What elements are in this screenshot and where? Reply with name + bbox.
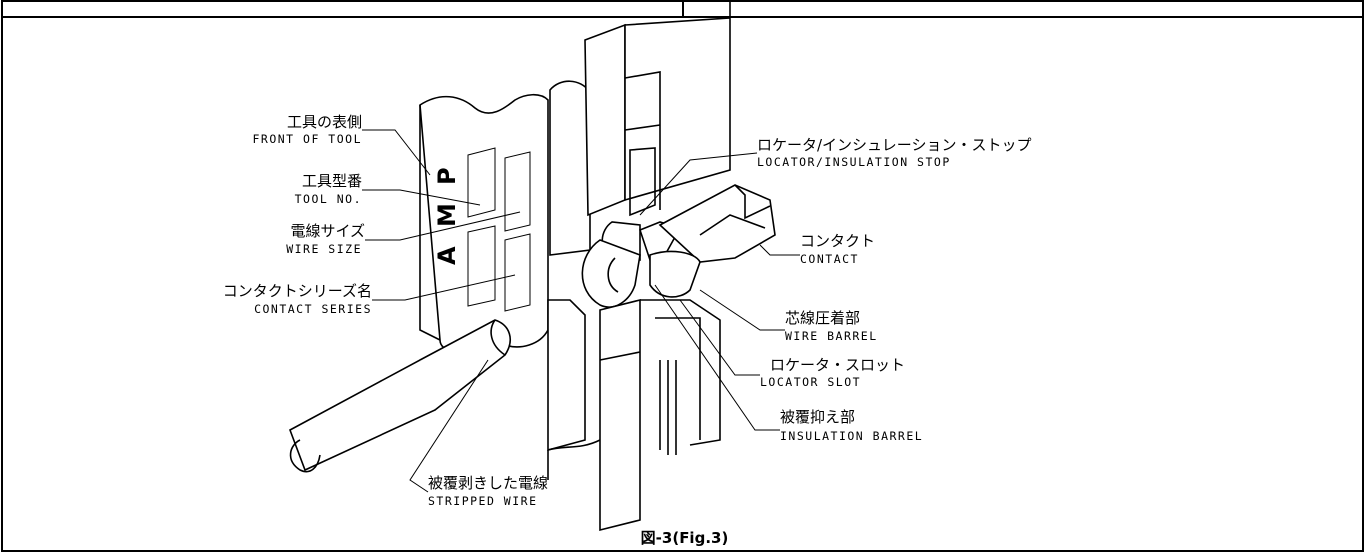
label-wire-size-en: WIRE SIZE	[286, 242, 362, 256]
header-split	[682, 0, 684, 16]
label-locator-stop-jp: ロケータ/インシュレーション・ストップ	[757, 136, 1031, 154]
wire	[289, 319, 511, 473]
amp-letter-m: M	[433, 203, 461, 227]
label-stripped-wire-jp: 被覆剥きした電線	[428, 474, 548, 492]
label-contact-series-jp: コンタクトシリーズ名	[223, 282, 372, 300]
label-locator-slot-en: LOCATOR SLOT	[760, 375, 861, 389]
header-divider	[1, 16, 1364, 18]
tool-body-edge	[419, 105, 441, 341]
label-front-of-tool-en: FRONT OF TOOL	[252, 132, 362, 146]
lower-anvil	[547, 298, 721, 532]
label-wire-barrel-en: WIRE BARREL	[785, 329, 878, 343]
label-tool-no-jp: 工具型番	[302, 172, 362, 190]
amp-letter-a: A	[433, 246, 461, 265]
label-contact-jp: コンタクト	[800, 232, 875, 250]
marking-boxes	[467, 147, 531, 312]
amp-letter-p: P	[433, 167, 461, 185]
label-locator-slot-jp: ロケータ・スロット	[770, 356, 905, 374]
label-locator-stop-en: LOCATOR/INSULATION STOP	[757, 155, 951, 169]
label-contact-en: CONTACT	[800, 252, 859, 266]
label-wire-size-jp: 電線サイズ	[290, 222, 365, 240]
amp-marking: A M P	[433, 167, 461, 265]
label-front-of-tool-jp: 工具の表側	[287, 113, 362, 131]
label-stripped-wire-en: STRIPPED WIRE	[428, 494, 538, 508]
contact-part	[581, 184, 776, 308]
label-insulation-barrel-jp: 被覆抑え部	[780, 408, 855, 426]
label-insulation-barrel-en: INSULATION BARREL	[780, 429, 923, 443]
label-contact-series-en: CONTACT SERIES	[254, 302, 372, 316]
label-wire-barrel-jp: 芯線圧着部	[785, 309, 860, 327]
figure-caption: 図-3(Fig.3)	[640, 529, 729, 547]
leader-lines	[362, 129, 800, 493]
label-tool-no-en: TOOL NO.	[295, 192, 362, 206]
upper-jaw	[549, 0, 731, 256]
